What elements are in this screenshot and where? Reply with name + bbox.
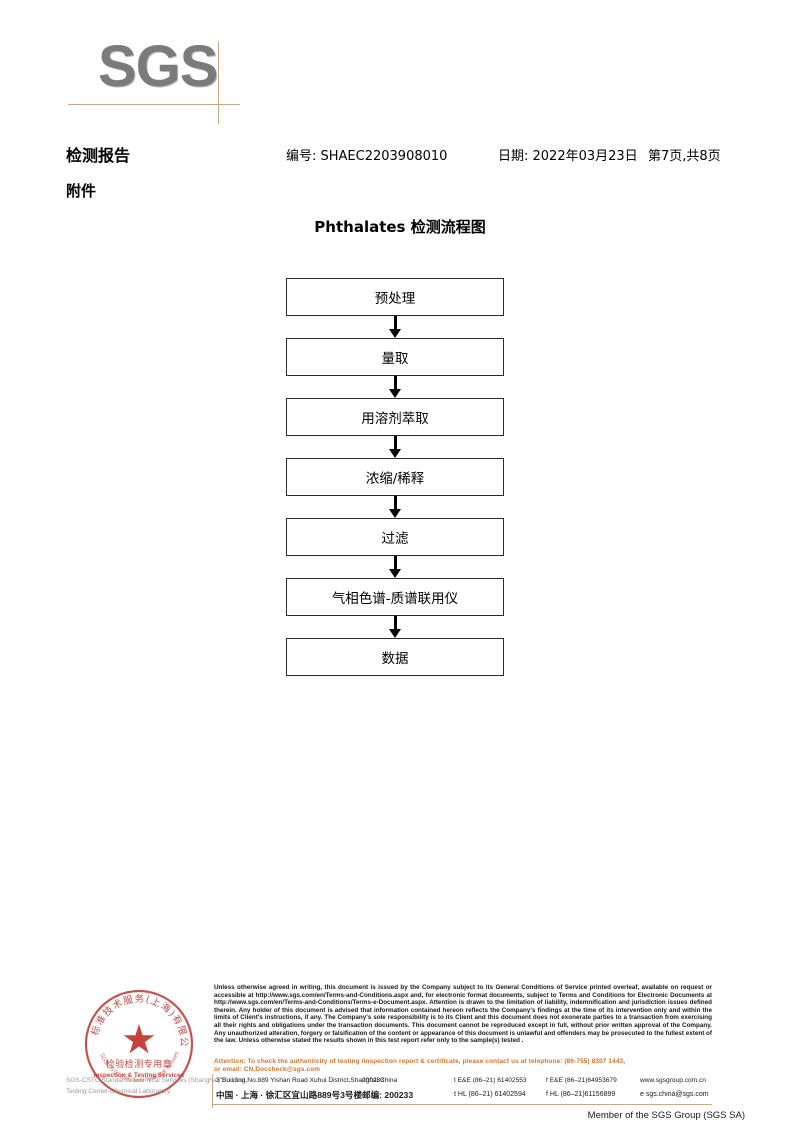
attachment-label: 附件 bbox=[66, 182, 97, 200]
attention-line-1: Attention: To check the authenticity of … bbox=[214, 1058, 626, 1065]
zip-english: 200233 bbox=[362, 1077, 385, 1084]
flow-step-3: 用溶剂萃取 bbox=[286, 398, 504, 436]
logo-wordmark: SGS bbox=[98, 34, 218, 99]
flow-arrow-5 bbox=[286, 556, 504, 578]
flow-box-solvent-extraction: 用溶剂萃取 bbox=[286, 398, 504, 436]
flow-box-measure: 量取 bbox=[286, 338, 504, 376]
flow-arrow-3 bbox=[286, 436, 504, 458]
report-number: 编号: SHAEC2203908010 bbox=[286, 149, 448, 164]
address-english: 3"Building,No.889 Yishan Road Xuhui Dist… bbox=[216, 1077, 398, 1084]
flow-step-5: 过滤 bbox=[286, 518, 504, 556]
fax-ee: f E&E (86–21)64953679 bbox=[546, 1077, 617, 1084]
flow-arrow-1 bbox=[286, 316, 504, 338]
report-header: 检测报告 编号: SHAEC2203908010 日期: 2022年03月23日… bbox=[0, 142, 800, 168]
flow-arrow-6 bbox=[286, 616, 504, 638]
seal-lab-name: Testing Center-Chemical Laboratory. bbox=[66, 1088, 172, 1095]
seal-company-name: SGS-CSTC Standards Technical Services (S… bbox=[66, 1077, 247, 1084]
legal-disclaimer: Unless otherwise agreed in writing, this… bbox=[214, 984, 712, 1045]
flow-step-7: 数据 bbox=[286, 638, 504, 676]
flow-box-gcms: 气相色谱-质谱联用仪 bbox=[286, 578, 504, 616]
logo-vertical-rule bbox=[218, 42, 219, 124]
member-notice: Member of the SGS Group (SGS SA) bbox=[587, 1110, 745, 1121]
address-separator-horizontal bbox=[212, 1104, 712, 1105]
zip-chinese: 邮编: 200233 bbox=[362, 1090, 414, 1100]
flow-box-concentrate-dilute: 浓缩/稀释 bbox=[286, 458, 504, 496]
flowchart: 预处理 量取 用溶剂萃取 浓缩/稀释 过滤 气相色谱-质谱联用仪 数据 bbox=[286, 278, 504, 676]
address-row-en: 3"Building,No.889 Yishan Road Xuhui Dist… bbox=[216, 1075, 716, 1091]
tel-ee: t E&E (86–21) 61402553 bbox=[454, 1077, 527, 1084]
page-number: 第7页,共8页 bbox=[648, 149, 721, 164]
website-link[interactable]: www.sgsgroup.com.cn bbox=[640, 1077, 706, 1084]
flow-box-pretreatment: 预处理 bbox=[286, 278, 504, 316]
fax-hl: f HL (86–21)61156899 bbox=[546, 1091, 616, 1098]
sgs-logo: SGS bbox=[68, 34, 248, 124]
flow-step-1: 预处理 bbox=[286, 278, 504, 316]
svg-text:检验检测专用章: 检验检测专用章 bbox=[106, 1058, 173, 1070]
report-date: 日期: 2022年03月23日 bbox=[498, 149, 638, 164]
flow-box-data: 数据 bbox=[286, 638, 504, 676]
address-chinese: 中国 · 上海 · 徐汇区宜山路889号3号楼 bbox=[216, 1090, 363, 1100]
flow-step-4: 浓缩/稀释 bbox=[286, 458, 504, 496]
page-title: 检测报告 bbox=[66, 146, 131, 165]
flow-box-filtration: 过滤 bbox=[286, 518, 504, 556]
attention-notice: Attention: To check the authenticity of … bbox=[214, 1058, 712, 1074]
attention-line-2: or email: CN.Doccheck@sgs.com bbox=[214, 1066, 321, 1073]
company-seal-icon: 标准技术服务(上海)有限公司 检验检测专用章 Inspection & Test… bbox=[83, 988, 194, 1099]
email-link[interactable]: e sgs.china@sgs.com bbox=[640, 1091, 709, 1098]
flow-step-6: 气相色谱-质谱联用仪 bbox=[286, 578, 504, 616]
flow-step-2: 量取 bbox=[286, 338, 504, 376]
tel-hl: t HL (86–21) 61402594 bbox=[454, 1091, 526, 1098]
flow-arrow-2 bbox=[286, 376, 504, 398]
svg-text:Inspection & Testing Services: Inspection & Testing Services bbox=[94, 1072, 185, 1079]
address-separator-vertical bbox=[212, 1074, 213, 1108]
flow-arrow-4 bbox=[286, 496, 504, 518]
legal-text: Unless otherwise agreed in writing, this… bbox=[214, 984, 712, 1045]
address-row-cn: 中国 · 上海 · 徐汇区宜山路889号3号楼 邮编: 200233 t HL … bbox=[216, 1089, 716, 1105]
logo-horizontal-rule bbox=[68, 104, 240, 105]
flowchart-title: Phthalates 检测流程图 bbox=[314, 218, 486, 236]
